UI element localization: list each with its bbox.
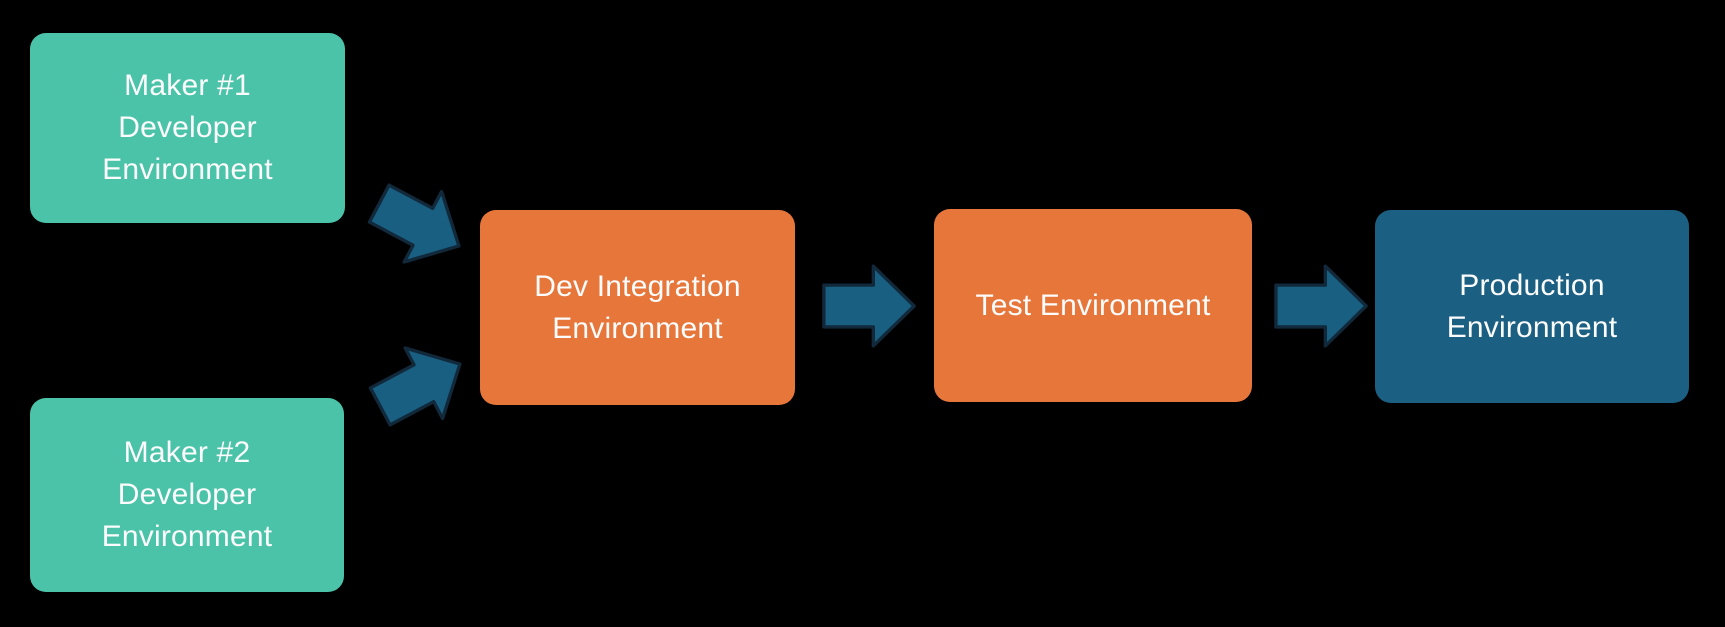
node-label-line: Test Environment xyxy=(975,288,1211,322)
block-arrow-shape xyxy=(368,346,462,427)
node-label-line: Maker #1 xyxy=(124,69,251,102)
arrow-maker2-to-dev-integration xyxy=(368,346,462,427)
arrow-maker1-to-dev-integration xyxy=(367,183,461,264)
node-production-environment: Production Environment xyxy=(1375,210,1689,403)
arrow-test-to-production xyxy=(1274,264,1368,348)
node-label-line: Environment xyxy=(552,311,723,345)
node-test-environment: Test Environment xyxy=(934,209,1252,402)
block-arrow-shape xyxy=(1274,264,1368,348)
block-arrow-shape xyxy=(822,264,916,348)
node-dev-integration-environment: Dev Integration Environment xyxy=(480,210,795,405)
node-label-line: Developer xyxy=(118,111,257,144)
node-label-line: Developer xyxy=(117,478,257,511)
node-maker1-developer-environment: Maker #1 Developer Environment xyxy=(30,33,345,223)
block-arrow-shape xyxy=(367,183,461,264)
node-label-line: Dev Integration xyxy=(534,269,741,303)
arrow-dev-integration-to-test xyxy=(822,264,916,348)
node-maker2-developer-environment: Maker #2 Developer Environment xyxy=(30,398,344,592)
node-label-line: Environment xyxy=(102,153,273,186)
node-label-line: Maker #2 xyxy=(123,436,251,469)
node-label-line: Production xyxy=(1459,268,1605,302)
node-label-line: Environment xyxy=(1446,310,1618,344)
node-label-line: Environment xyxy=(101,520,273,553)
